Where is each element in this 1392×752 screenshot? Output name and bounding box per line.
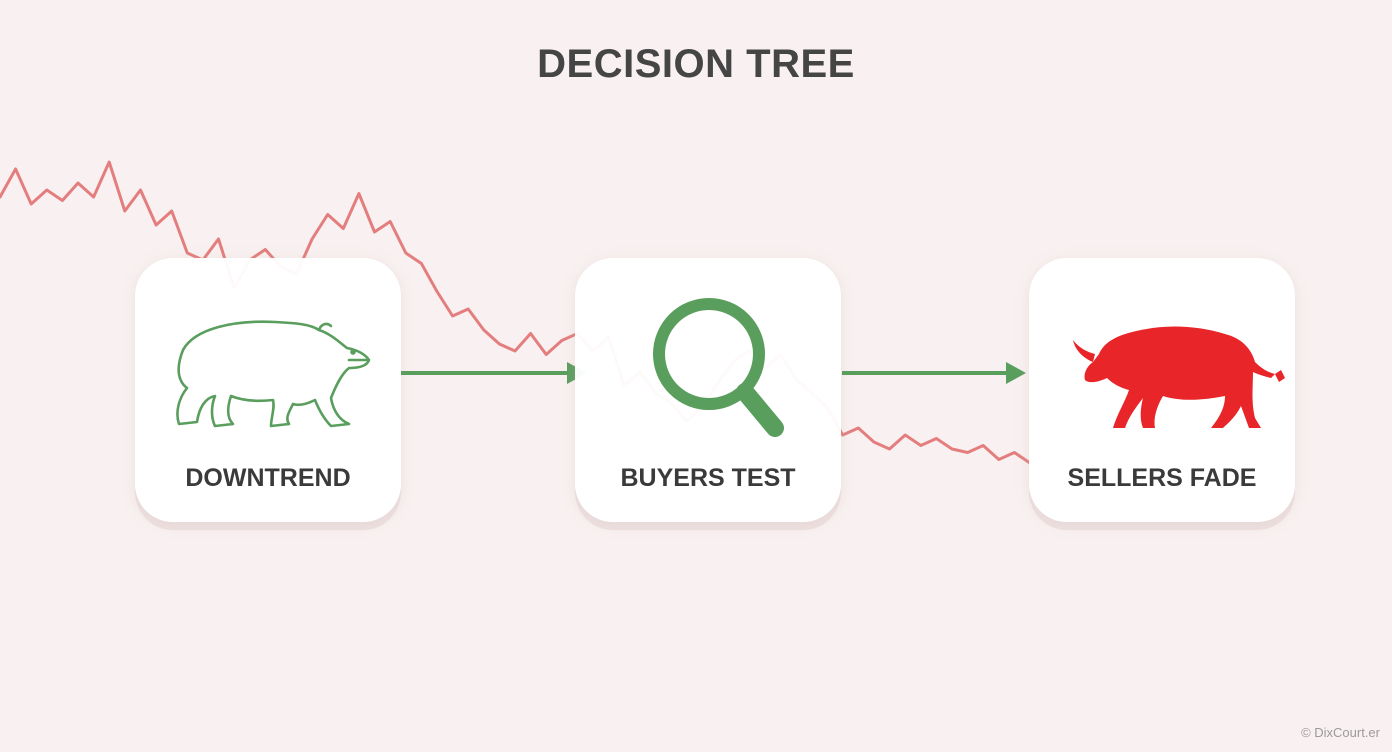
bull-icon <box>1073 326 1285 428</box>
step-label: DOWNTREND <box>185 464 351 492</box>
magnifying-glass-icon <box>653 298 784 437</box>
arrow-right-icon <box>842 362 1026 384</box>
step-label: BUYERS TEST <box>620 464 796 492</box>
step-card-buyers-test: BUYERS TEST <box>575 258 841 522</box>
arrow-right-icon <box>401 362 587 384</box>
step-card-sellers-fade: SELLERS FADE <box>1029 258 1295 522</box>
step-card-downtrend: DOWNTREND <box>135 258 401 522</box>
bear-icon <box>176 320 371 428</box>
page-title: DECISION TREE <box>537 42 855 86</box>
watermark-text: © DixCourt.er <box>1301 725 1380 740</box>
step-label: SELLERS FADE <box>1067 464 1257 492</box>
